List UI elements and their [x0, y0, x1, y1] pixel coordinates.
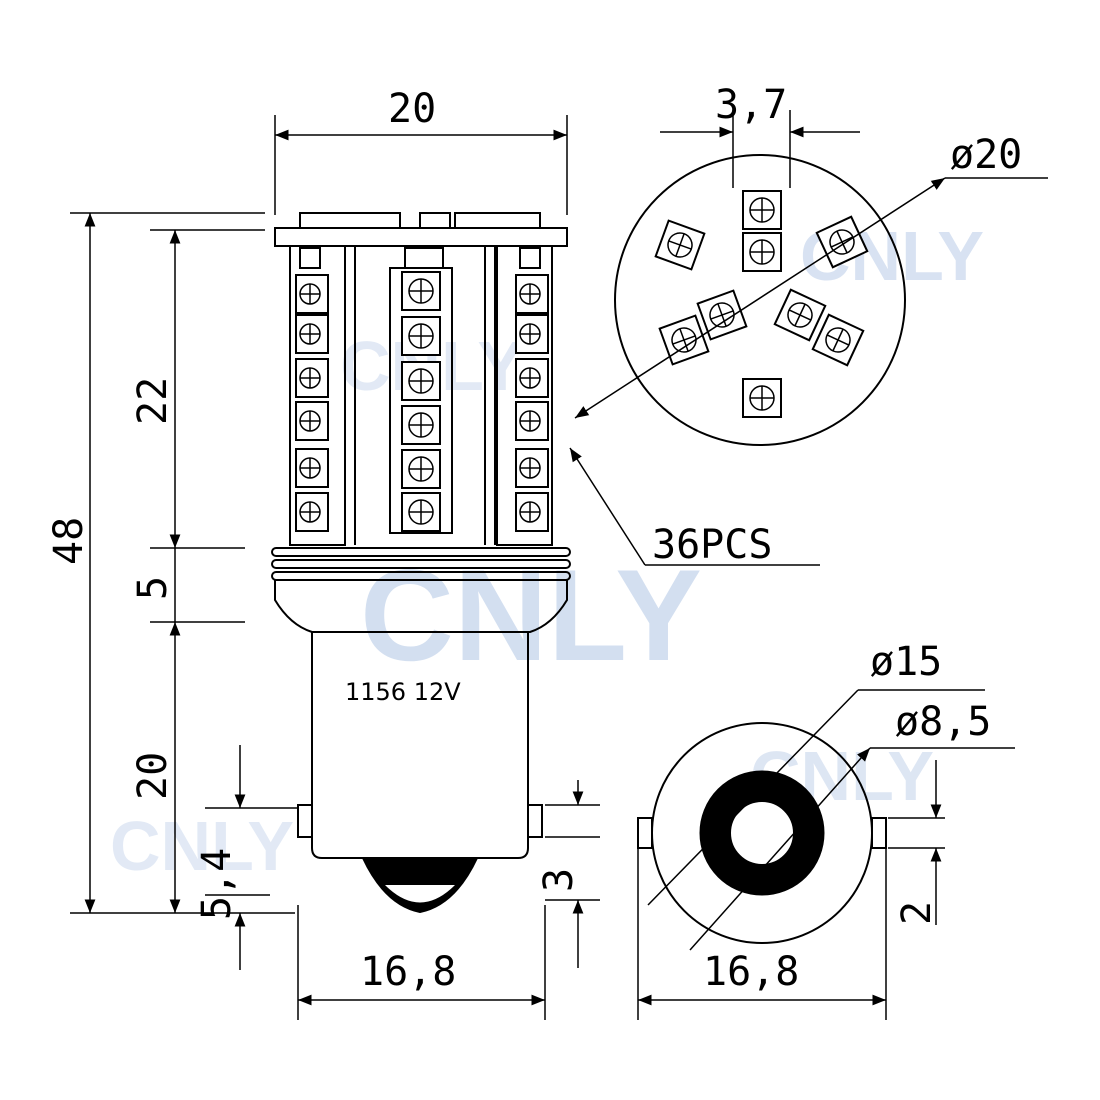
bottom-view: ø15 ø8,5 2 16,8	[637, 639, 1015, 1020]
top-chip-mid	[419, 212, 451, 229]
top-chip-right	[454, 212, 541, 229]
top-cap	[274, 227, 568, 247]
dim-collar: 5	[130, 576, 176, 600]
dim-base-width-bottom: 16,8	[703, 949, 799, 995]
dim-pin-offset: 5,4	[194, 848, 240, 920]
dim-bottom-contact: ø8,5	[895, 699, 991, 745]
watermark: CNLY CNLY CNLY CNLY CNLY	[110, 217, 984, 885]
led-chips-left	[295, 274, 329, 532]
bulb-side-view: 1156 12V	[271, 212, 571, 914]
dim-top-width: 20	[388, 86, 436, 132]
base-marking: 1156 12V	[345, 678, 461, 706]
led-count-label: 36PCS	[652, 522, 772, 568]
bayonet-pin-left	[297, 804, 313, 838]
dim-bottom-outer: ø15	[870, 639, 942, 685]
dim-total-height: 48	[46, 517, 92, 565]
top-view: 3,7 ø20	[574, 82, 1048, 446]
dim-base-height: 20	[130, 752, 176, 800]
dim-led-section: 22	[130, 377, 176, 425]
dim-top-diameter: ø20	[950, 132, 1022, 178]
dim-top-led-width: 3,7	[715, 82, 787, 128]
led-chips-right	[515, 274, 549, 532]
led-strip-right	[496, 245, 553, 546]
top-chip-left	[299, 212, 401, 229]
svg-text:CNLY: CNLY	[360, 542, 702, 688]
dim-base-width-side: 16,8	[360, 949, 456, 995]
dim-pin-height: 3	[536, 868, 582, 892]
bayonet-pin-right	[527, 804, 543, 838]
svg-text:CNLY: CNLY	[110, 807, 294, 885]
led-strip-left	[289, 245, 346, 546]
dim-bottom-pin: 2	[894, 901, 940, 925]
side-dimensions: 20 48 22 5 20 5,4 3	[46, 86, 820, 1020]
